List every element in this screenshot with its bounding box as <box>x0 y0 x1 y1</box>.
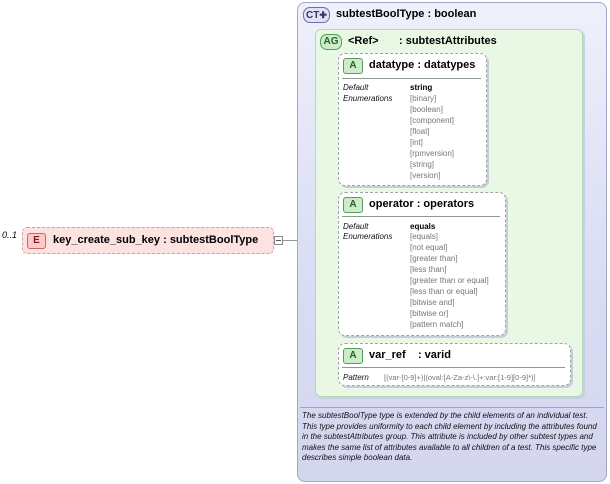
complex-type-name: subtestBoolType <box>336 8 425 20</box>
datatype-default-label: Default <box>343 83 369 92</box>
attribute-var-ref[interactable] <box>338 343 571 386</box>
enumeration-item: [int] <box>410 138 423 147</box>
enumeration-item: [less than or equal] <box>410 287 478 296</box>
attribute-operator-badge: A <box>343 197 363 213</box>
element-type-text: : subtestBoolType <box>163 234 259 246</box>
enumeration-item: [float] <box>410 127 430 136</box>
enumeration-item: [greater than] <box>410 254 458 263</box>
enumeration-item: [component] <box>410 116 455 125</box>
enumeration-item: [greater than or equal] <box>410 276 489 285</box>
operator-enum-list: [equals] [not equal] [greater than] [less t… <box>410 231 489 330</box>
enumeration-item: [rpmversion] <box>410 149 455 158</box>
complex-type-description: The subtestBoolType type is extended by … <box>302 411 597 462</box>
enumeration-item: [bitwise or] <box>410 309 449 318</box>
attribute-var-ref-title: var_ref : varid <box>369 349 451 361</box>
connector-element-to-type <box>274 240 297 241</box>
enumeration-item: [boolean] <box>410 105 443 114</box>
attribute-datatype[interactable] <box>338 53 487 186</box>
enumeration-item: [bitwise and] <box>410 298 455 307</box>
complex-type-base: : boolean <box>427 8 477 20</box>
enumeration-item: [less than] <box>410 265 447 274</box>
element-badge: E <box>27 233 46 249</box>
plus-icon: ✚ <box>319 10 327 20</box>
attribute-group-badge: AG <box>320 34 342 50</box>
operator-default-value: equals <box>410 222 436 231</box>
datatype-default-value: string <box>410 83 433 92</box>
enumeration-item: [version] <box>410 171 441 180</box>
expand-toggle[interactable] <box>274 236 283 245</box>
enumeration-item: [equals] <box>410 232 439 241</box>
attribute-group-ref: <Ref> <box>348 35 379 47</box>
attribute-group-name: : subtestAttributes <box>399 35 497 47</box>
element-occurrence: 0..1 <box>2 230 18 240</box>
datatype-enum-label: Enumerations <box>343 94 393 103</box>
element-name: key_create_sub_key : subtestBoolType <box>53 234 258 246</box>
var-ref-pattern-label: Pattern <box>343 373 369 382</box>
attribute-operator-title: operator : operators <box>369 198 475 210</box>
attribute-datatype-title: datatype : datatypes <box>369 59 476 71</box>
attribute-datatype-badge: A <box>343 58 363 74</box>
complex-type-badge: CT✚ <box>303 7 330 23</box>
datatype-enum-list: [binary] [boolean] [component] [float] [int]… <box>410 93 454 181</box>
operator-enum-label: Enumerations <box>343 232 393 241</box>
element-key-create-sub-key[interactable] <box>22 227 274 254</box>
attribute-var-ref-badge: A <box>343 348 363 364</box>
enumeration-item: [not equal] <box>410 243 448 252</box>
enumeration-item: [binary] <box>410 94 437 103</box>
element-name-text: key_create_sub_key <box>53 234 161 246</box>
var-ref-pattern-value: [(var-[0-9]+)|(oval:[A-Za-z\-\.]+:var:[1… <box>384 373 536 382</box>
complex-type-title: subtestBoolType : boolean <box>336 8 476 20</box>
enumeration-item: [pattern match] <box>410 320 464 329</box>
enumeration-item: [string] <box>410 160 435 169</box>
operator-default-label: Default <box>343 222 369 231</box>
